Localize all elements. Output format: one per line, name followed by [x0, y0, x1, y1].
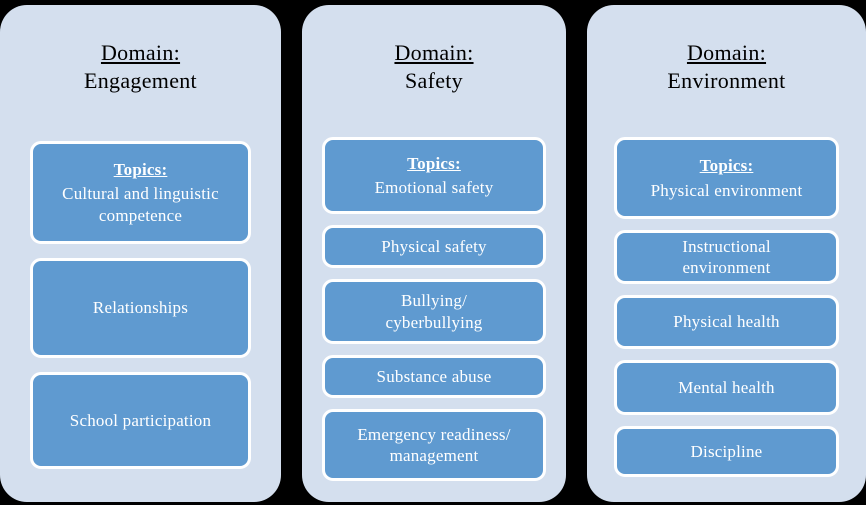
domain-card-environment: Domain: Environment Topics: Physical env… [587, 5, 866, 502]
topic-box-list: Topics: Physical environment Instruction… [614, 137, 839, 478]
topics-label: Topics: [113, 159, 168, 179]
topic-box: Discipline [614, 426, 839, 478]
domain-card-engagement: Domain: Engagement Topics: Cultural and … [0, 5, 281, 502]
domain-name: Engagement [84, 68, 197, 94]
topics-header-box: Topics: Emotional safety [322, 137, 546, 215]
topics-header-box: Topics: Physical environment [614, 137, 839, 220]
topic-line: Discipline [690, 441, 763, 461]
topics-label: Topics: [407, 153, 461, 173]
topic-line: Physical health [673, 312, 780, 332]
topic-box: Bullying/ cyberbullying [322, 279, 546, 345]
domain-label: Domain: [686, 40, 767, 65]
topic-box: School participation [30, 372, 251, 470]
topic-box: Substance abuse [322, 355, 546, 399]
topic-line: Substance abuse [376, 366, 492, 386]
topic-line: School participation [69, 410, 212, 430]
domain-title: Domain: Engagement [30, 5, 251, 95]
topic-line: Mental health [678, 377, 775, 397]
topic-line: cyberbullying [385, 312, 483, 332]
domain-title: Domain: Safety [322, 5, 546, 95]
topic-box-list: Topics: Cultural and linguistic competen… [30, 141, 251, 470]
topic-box: Mental health [614, 360, 839, 416]
domain-title: Domain: Environment [614, 5, 839, 95]
topic-box: Instructional environment [614, 230, 839, 285]
topic-line: competence [98, 206, 183, 226]
topic-line: Physical safety [381, 236, 487, 256]
topic-line: Relationships [92, 298, 189, 318]
topic-box: Physical health [614, 295, 839, 350]
domain-name: Environment [667, 68, 786, 94]
domain-label: Domain: [100, 40, 181, 65]
topic-line: Bullying/ [400, 291, 468, 311]
topic-line: Physical environment [650, 180, 803, 200]
topic-line: Instructional [682, 236, 771, 256]
topic-line: Cultural and linguistic [62, 184, 219, 204]
topic-line: environment [682, 258, 771, 278]
domain-card-safety: Domain: Safety Topics: Emotional safety … [302, 5, 566, 502]
topic-line: Emergency readiness/ [357, 424, 511, 444]
domain-label: Domain: [394, 40, 474, 65]
topic-line: management [389, 446, 479, 466]
topics-header-box: Topics: Cultural and linguistic competen… [30, 141, 251, 245]
topic-box: Emergency readiness/ management [322, 409, 546, 482]
topics-label: Topics: [699, 156, 754, 176]
topic-line: Emotional safety [374, 178, 494, 198]
domain-name: Safety [404, 68, 463, 94]
topic-box-list: Topics: Emotional safety Physical safety… [322, 137, 546, 482]
topic-box: Relationships [30, 258, 251, 359]
topic-box: Physical safety [322, 225, 546, 269]
